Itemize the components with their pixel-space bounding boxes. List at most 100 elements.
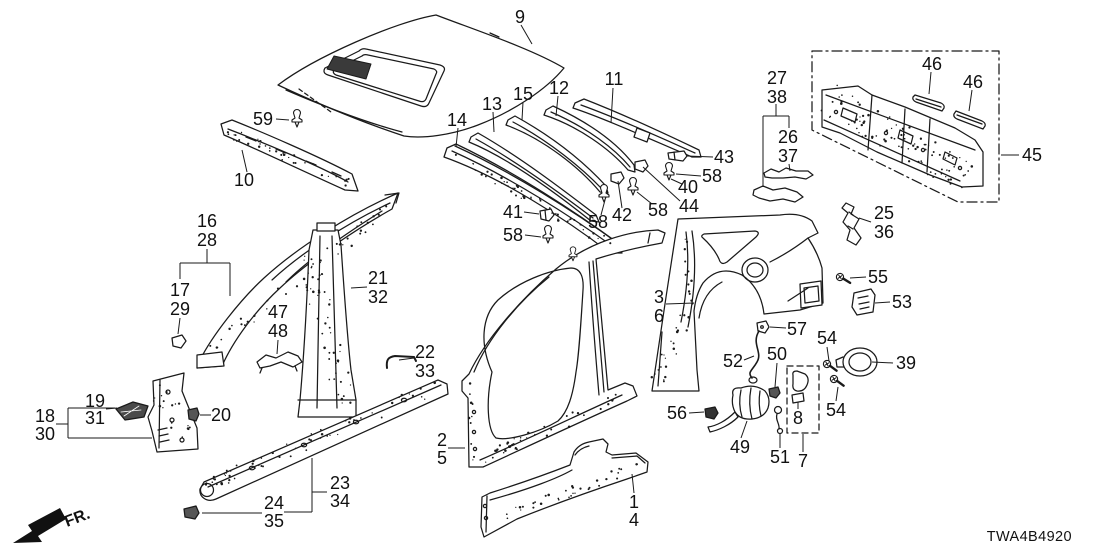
part-label-40: 40: [678, 177, 698, 197]
part-label-49: 49: [730, 437, 750, 457]
part-label-50: 50: [767, 344, 787, 364]
part-label-45: 45: [1022, 145, 1042, 165]
hinge-pillar-lower: [147, 372, 199, 453]
roof-panel: [277, 14, 565, 138]
part-label-54: 54: [826, 400, 846, 420]
part-label-32: 32: [368, 287, 388, 307]
clip-41: [539, 208, 555, 222]
part-label-27: 27: [767, 68, 787, 88]
gutter-bracket-upper: [763, 167, 814, 180]
pillar-bracket-47: [256, 351, 303, 374]
part-label-1: 1: [629, 492, 639, 512]
part-label-12: 12: [549, 78, 569, 98]
part-label-8: 8: [793, 408, 803, 428]
part-label-47: 47: [268, 302, 288, 322]
clip-42: [610, 171, 625, 185]
bolt-58-b: [627, 176, 639, 196]
part-label-38: 38: [767, 87, 787, 107]
part-label-58: 58: [588, 212, 608, 232]
part-label-24: 24: [264, 493, 284, 513]
part-label-19: 19: [85, 391, 105, 411]
part-label-26: 26: [778, 127, 798, 147]
part-label-17: 17: [170, 280, 190, 300]
leader-lines: [56, 24, 1019, 514]
part-label-7: 7: [798, 451, 808, 471]
roof-rail-15: [505, 115, 609, 194]
part-label-39: 39: [896, 353, 916, 373]
part-label-55: 55: [868, 267, 888, 287]
part-label-23: 23: [330, 473, 350, 493]
part-label-35: 35: [264, 511, 284, 531]
part-label-2: 2: [437, 430, 447, 450]
part-label-46: 46: [922, 54, 942, 74]
speckle-texture: [152, 84, 974, 520]
part-label-5: 5: [437, 448, 447, 468]
part-label-3: 3: [654, 287, 664, 307]
clip-20: [187, 407, 200, 422]
part-label-59: 59: [253, 109, 273, 129]
bolt-54-lower: [828, 373, 847, 387]
side-sill-inner: [199, 379, 449, 501]
part-label-18: 18: [35, 406, 55, 426]
part-label-11: 11: [605, 69, 624, 89]
part-label-28: 28: [197, 230, 217, 250]
part-label-29: 29: [170, 299, 190, 319]
opener-cable: [748, 330, 760, 384]
gutter-bracket-lower: [752, 185, 804, 203]
rear-pillar-bracket: [841, 202, 862, 246]
bolt-55: [834, 271, 853, 285]
part-label-58: 58: [503, 225, 523, 245]
part-label-41: 41: [503, 202, 523, 222]
gusset-plate-19: [115, 401, 149, 421]
fuel-pipe-cover: [707, 385, 770, 433]
part-label-36: 36: [874, 222, 894, 242]
part-label-46: 46: [963, 72, 983, 92]
side-panel-uniside: [461, 229, 666, 468]
sill-clip-24: [183, 505, 200, 520]
part-label-57: 57: [787, 319, 807, 339]
rear-quarter-panel: [651, 213, 824, 392]
fr-label: FR.: [62, 506, 92, 531]
part-label-51: 51: [770, 447, 790, 467]
part-label-25: 25: [874, 203, 894, 223]
roof-rail-12: [543, 105, 651, 173]
part-label-44: 44: [679, 196, 699, 216]
front-roof-rail: [220, 119, 359, 192]
clip-50: [768, 386, 781, 399]
part-label-34: 34: [330, 491, 350, 511]
part-label-48: 48: [268, 321, 288, 341]
bolt-59: [291, 108, 303, 128]
rear-panel-strip-46-right: [953, 110, 986, 130]
part-label-33: 33: [415, 361, 435, 381]
side-sill-panel: [480, 438, 649, 538]
part-label-15: 15: [513, 84, 533, 104]
stiffener-rod: [385, 355, 417, 369]
rear-panel-strip-46-left: [912, 94, 945, 112]
fuel-filler-lid: [835, 347, 878, 377]
fuel-lid-adapter: [851, 288, 876, 316]
fuel-opener-box: [786, 365, 820, 434]
roof-rail-14: [443, 143, 623, 254]
part-label-58: 58: [702, 166, 722, 186]
part-label-6: 6: [654, 306, 664, 326]
bolt-58-a: [663, 161, 675, 181]
part-label-10: 10: [234, 170, 254, 190]
part-label-21: 21: [368, 268, 388, 288]
diagram-code: TWA4B4920: [987, 529, 1072, 545]
rear-panel: [821, 85, 984, 188]
part-label-14: 14: [447, 110, 467, 130]
part-label-53: 53: [892, 292, 912, 312]
part-label-58: 58: [648, 200, 668, 220]
part-label-42: 42: [612, 205, 632, 225]
fuel-cap-tether: [773, 405, 784, 435]
part-label-13: 13: [482, 94, 502, 114]
part-label-37: 37: [778, 146, 798, 166]
clip-56: [704, 406, 719, 420]
roof-rail-13: [468, 132, 600, 223]
pillar-clip-17: [171, 334, 187, 349]
bolt-58-d: [542, 224, 554, 244]
part-label-56: 56: [667, 403, 687, 423]
part-label-30: 30: [35, 424, 55, 444]
